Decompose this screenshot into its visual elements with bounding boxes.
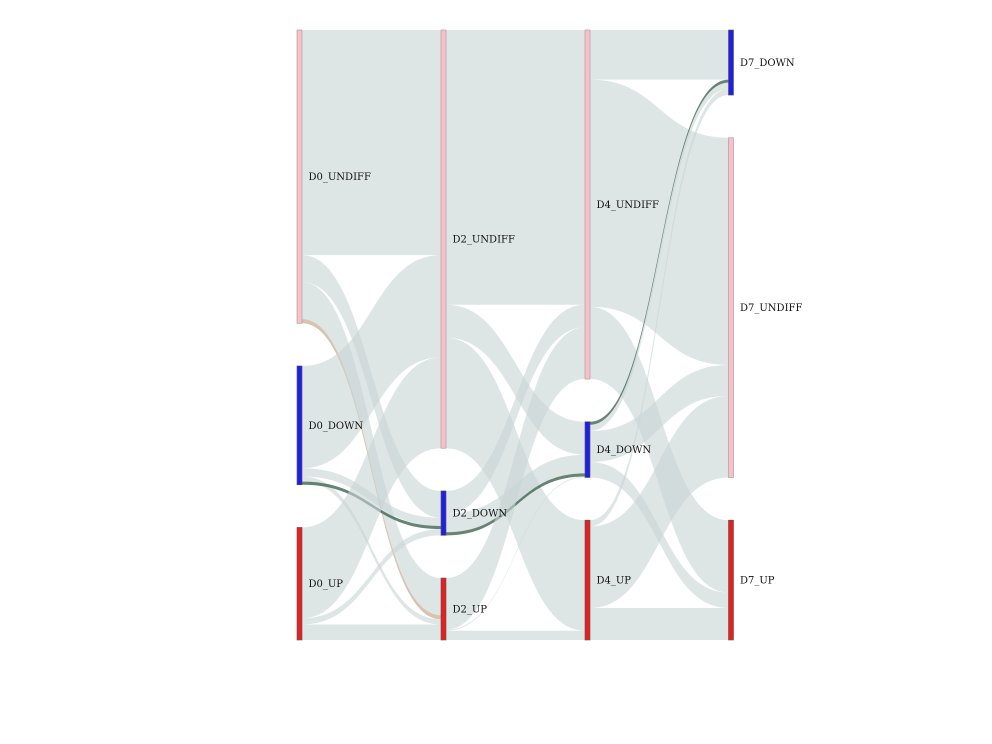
label-d2-undiff: D2_UNDIFF — [453, 235, 515, 246]
node-d2-down — [440, 490, 447, 536]
flow-d2_undiff-to-d4_down — [446, 304, 585, 455]
flow-d0_up-to-d2_down — [302, 529, 441, 625]
flow-d4_down-to-d7_down — [590, 82, 729, 432]
flow-d4_up-to-d7_undiff — [590, 395, 729, 608]
flow-d4_down-to-d7_down — [590, 79, 729, 425]
flow-d4_up-to-d7_down — [590, 88, 729, 527]
node-d4-up — [584, 519, 591, 641]
flow-d0_undiff-to-d2_undiff — [302, 30, 441, 256]
flow-d4_up-to-d7_up — [590, 607, 729, 640]
node-d2-up — [440, 577, 447, 641]
flow-d2_undiff-to-d4_undiff — [446, 30, 585, 305]
label-d7-down: D7_DOWN — [740, 58, 795, 69]
flow-d4_undiff-to-d7_down — [590, 30, 729, 80]
node-d0-up — [296, 527, 303, 641]
label-d0-down: D0_DOWN — [309, 421, 364, 432]
flow-d0_up-to-d2_up — [302, 624, 441, 640]
node-d4-down — [584, 421, 591, 478]
flow-d4_undiff-to-d7_up — [590, 306, 729, 593]
node-d7-undiff — [728, 137, 734, 478]
flow-d2_up-to-d4_undiff — [446, 327, 585, 630]
label-d4-down: D4_DOWN — [597, 445, 652, 456]
flow-d4_down-to-d7_undiff — [590, 364, 729, 463]
node-d0-down — [296, 365, 303, 486]
node-d0-undiff — [296, 29, 303, 324]
flow-d2_up-to-d4_up — [446, 630, 585, 640]
node-d7-down — [728, 29, 734, 96]
nodes-layer — [296, 29, 734, 641]
node-d7-up — [728, 519, 734, 641]
label-d2-down: D2_DOWN — [453, 509, 508, 520]
labels-layer: D0_UNDIFF D0_DOWN D0_UP D2_UNDIFF D2_DOWN D2_… — [309, 58, 803, 615]
label-d7-undiff: D7_UNDIFF — [740, 303, 802, 314]
flow-d2_down-to-d4_down — [446, 473, 585, 536]
flow-d4_undiff-to-d7_undiff — [590, 79, 729, 365]
label-d4-undiff: D4_UNDIFF — [597, 200, 659, 211]
label-d0-up: D0_UP — [309, 579, 344, 590]
flow-d0_down-to-d2_up — [302, 476, 441, 625]
flow-d0_up-to-d2_undiff — [302, 357, 441, 619]
label-d7-up: D7_UP — [740, 576, 775, 587]
node-d2-undiff — [440, 29, 447, 449]
label-d2-up: D2_UP — [453, 605, 488, 616]
node-d4-undiff — [584, 29, 591, 380]
flows-layer — [302, 30, 729, 640]
label-d0-undiff: D0_UNDIFF — [309, 172, 371, 183]
label-d4-up: D4_UP — [597, 576, 632, 587]
flow-d2_up-to-d4_down — [446, 476, 585, 631]
flow-d2_down-to-d4_undiff — [446, 304, 585, 514]
flow-d0_down-to-d2_undiff — [302, 255, 441, 469]
